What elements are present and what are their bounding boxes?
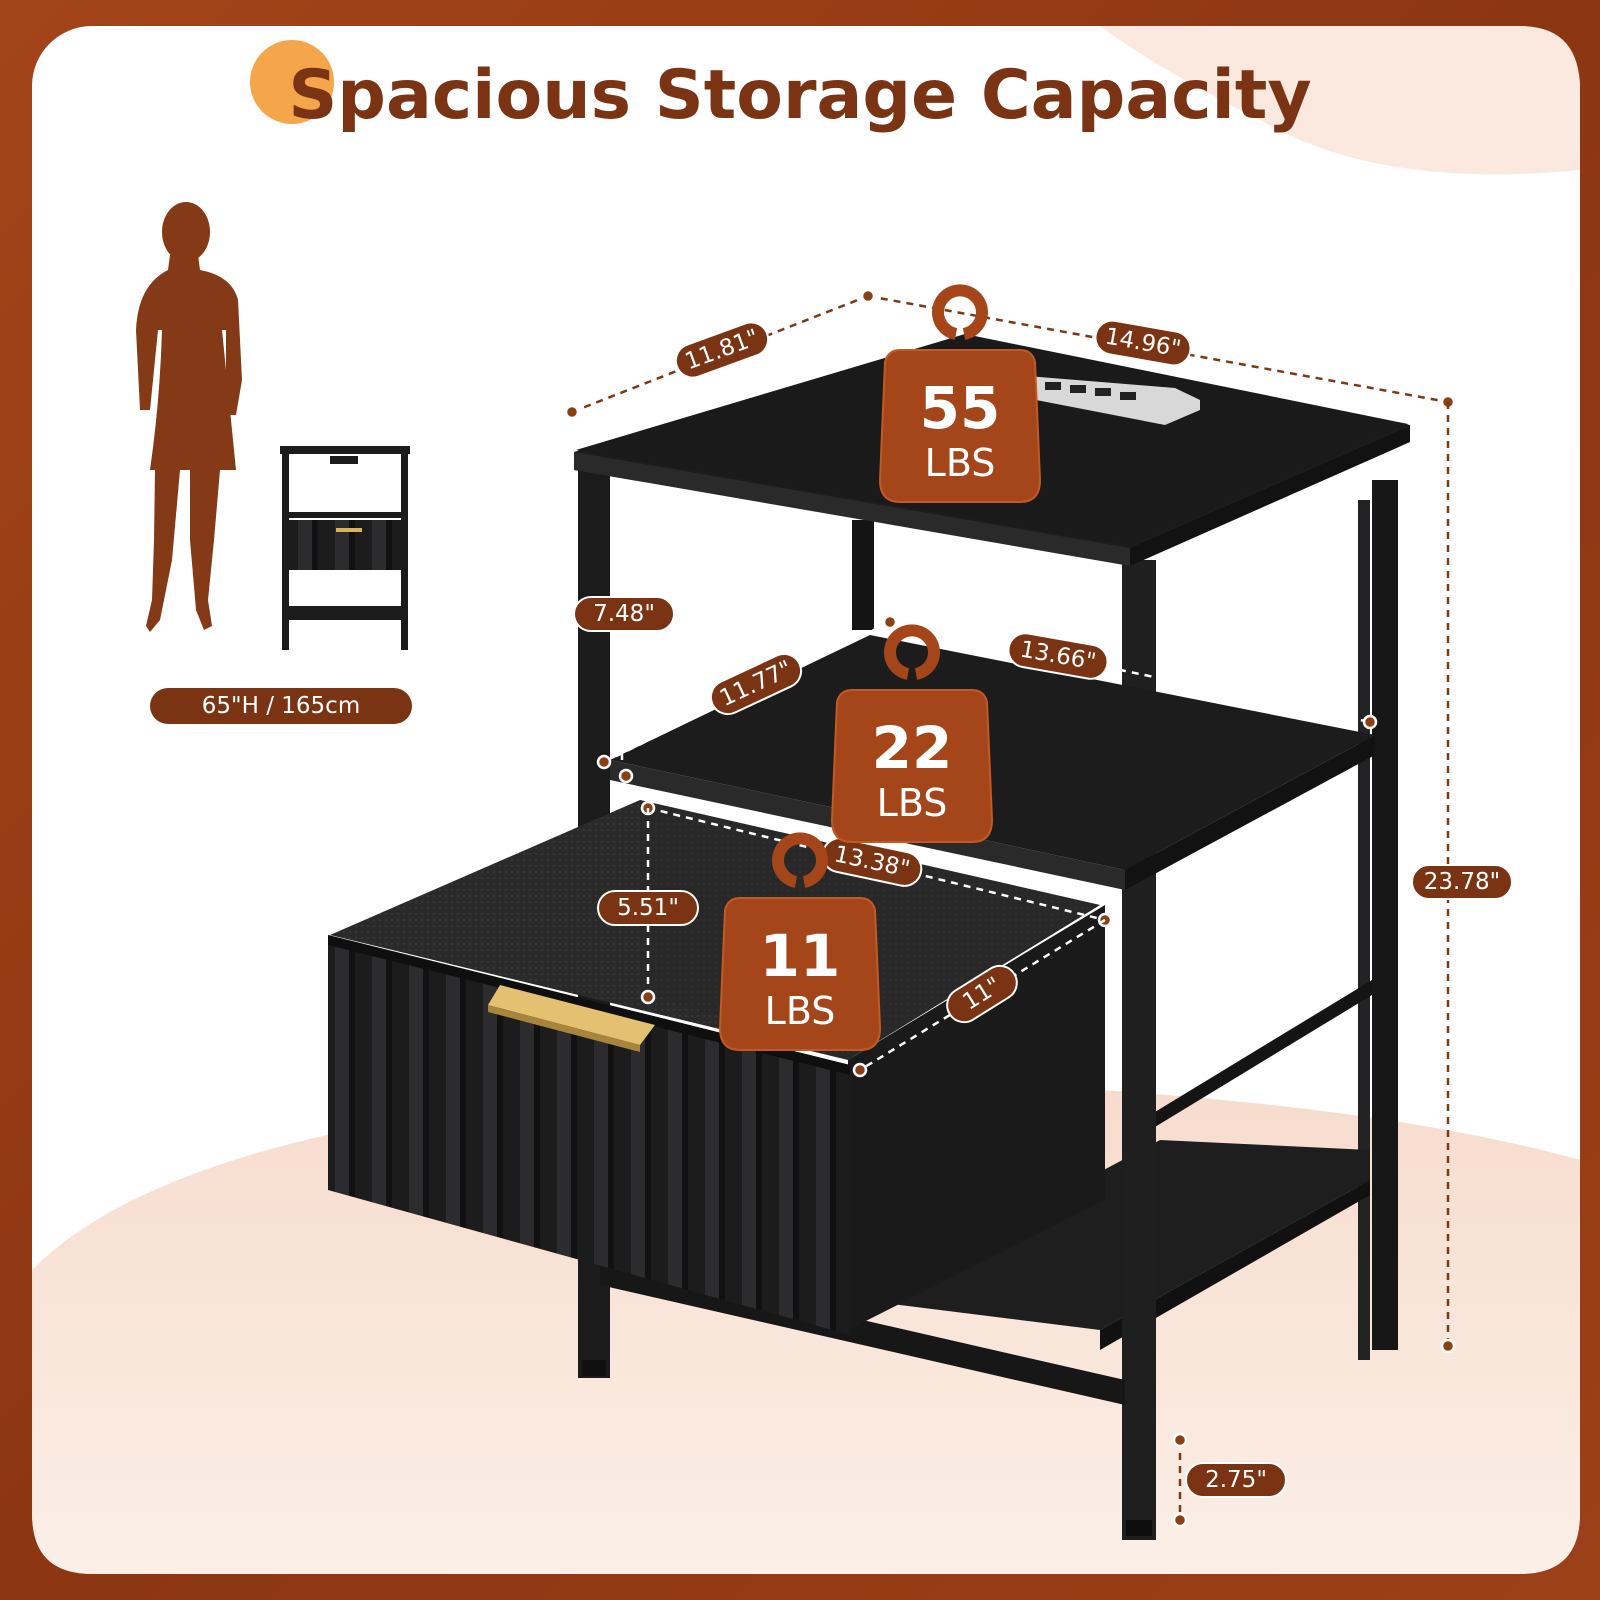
dim-text-total-height: 23.78" [1424, 869, 1500, 895]
outlet-icon [1070, 385, 1086, 393]
dim-text-drawer-height: 5.51" [617, 895, 679, 921]
dim-label-drawer-height: 5.51" [597, 890, 699, 926]
person-height-badge: 65"H / 165cm [150, 688, 412, 724]
weight-drawer-unit: LBS [765, 989, 836, 1033]
weight-badge-top: 55 LBS [878, 284, 1042, 503]
dim-label-leg-clearance: 2.75" [1185, 1462, 1287, 1498]
dim-text-shelf-gap: 7.48" [593, 601, 655, 627]
page-title: Spacious Storage Capacity [288, 56, 1311, 135]
weight-drawer-value: 11 [760, 922, 841, 990]
person-silhouette-icon [136, 202, 242, 632]
outlet-icon [1045, 382, 1061, 390]
weight-icon [718, 897, 882, 1051]
weight-icon [878, 349, 1042, 503]
weight-ring-icon [884, 624, 940, 680]
weight-middle-unit: LBS [877, 781, 948, 825]
weight-ring-icon [932, 284, 988, 340]
dim-label-total-height: 23.78" [1411, 864, 1513, 900]
weight-top-unit: LBS [925, 441, 996, 485]
weight-ring-icon [772, 832, 828, 888]
dim-label-mid-width: 13.66" [1007, 632, 1109, 680]
title-accent-dot [250, 40, 334, 124]
weight-badge-middle: 22 LBS [830, 624, 994, 843]
dim-label-shelf-gap: 7.48" [573, 596, 675, 632]
drawer-handle[interactable] [488, 985, 655, 1045]
usb-port-icon [1095, 388, 1111, 396]
weight-top-value: 55 [920, 374, 1001, 442]
dim-text-leg-clearance: 2.75" [1205, 1467, 1267, 1493]
small-nightstand-icon [280, 446, 410, 650]
usb-port-icon [1120, 392, 1136, 400]
top-swoosh-decoration [1100, 26, 1580, 175]
person-height-text: 65"H / 165cm [202, 693, 360, 719]
weight-middle-value: 22 [872, 714, 953, 782]
dim-label-top-width: 14.96" [1094, 319, 1192, 367]
weight-icon [830, 689, 994, 843]
weight-badge-drawer: 11 LBS [718, 832, 882, 1051]
